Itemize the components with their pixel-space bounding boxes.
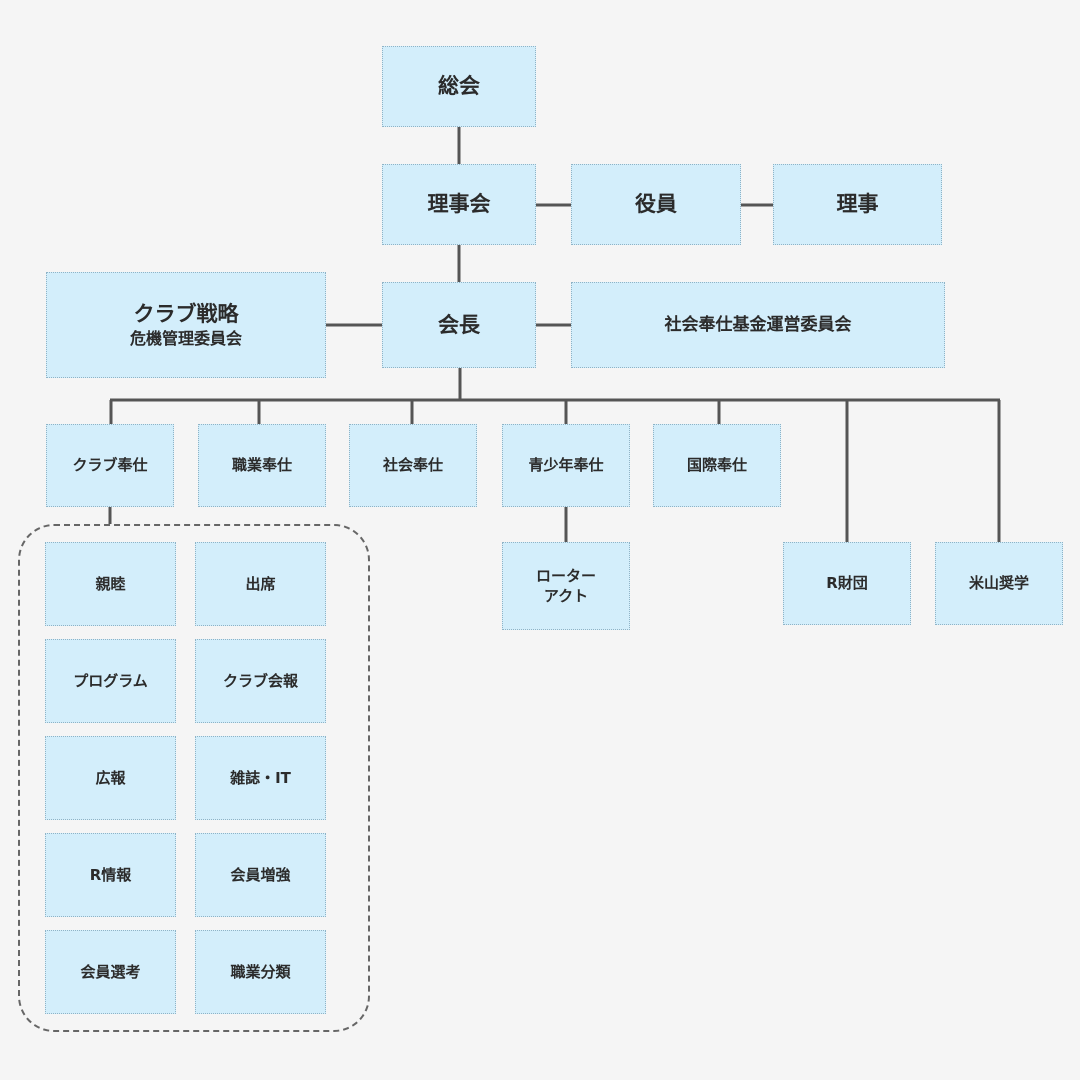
node-youth-service[interactable]: 青少年奉仕 [502, 424, 630, 507]
node-label: 職業奉仕 [231, 456, 292, 475]
node-label-line2: アクト [543, 587, 589, 605]
committee-membership-growth[interactable]: 会員増強 [195, 833, 326, 917]
node-label: 国際奉仕 [686, 456, 747, 475]
committee-magazine-it[interactable]: 雑誌・IT [195, 736, 326, 820]
node-board[interactable]: 理事会 [382, 164, 536, 245]
node-r-foundation[interactable]: R財団 [783, 542, 911, 625]
node-yoneyama-scholarship[interactable]: 米山奨学 [935, 542, 1063, 625]
node-international-service[interactable]: 国際奉仕 [653, 424, 781, 507]
committee-public-relations[interactable]: 広報 [45, 736, 176, 820]
node-president[interactable]: 会長 [382, 282, 536, 368]
node-label: R財団 [826, 574, 868, 593]
node-vocational-service[interactable]: 職業奉仕 [198, 424, 326, 507]
node-fund-committee[interactable]: 社会奉仕基金運営委員会 [571, 282, 945, 368]
node-general-assembly[interactable]: 総会 [382, 46, 536, 127]
committee-attendance[interactable]: 出席 [195, 542, 326, 626]
node-label: 社会奉仕基金運営委員会 [664, 314, 852, 335]
node-strategy-committee[interactable]: クラブ戦略 危機管理委員会 [46, 272, 326, 378]
committee-label: 会員選考 [80, 962, 141, 981]
node-community-service[interactable]: 社会奉仕 [349, 424, 477, 507]
node-club-service[interactable]: クラブ奉仕 [46, 424, 174, 507]
node-label: 役員 [635, 192, 677, 217]
committee-label: 職業分類 [230, 962, 291, 981]
node-label: クラブ奉仕 [72, 456, 148, 475]
committee-membership-selection[interactable]: 会員選考 [45, 930, 176, 1014]
node-label: 会長 [438, 312, 480, 337]
club-service-committee-group [18, 524, 370, 1032]
committee-label: 親睦 [95, 574, 126, 593]
node-label-line1: クラブ戦略 [133, 302, 239, 327]
node-label-line1: ローター [535, 566, 596, 585]
committee-label: 会員増強 [230, 865, 291, 884]
node-label: 理事会 [427, 192, 491, 217]
committee-program[interactable]: プログラム [45, 639, 176, 723]
node-label: 理事 [836, 192, 879, 217]
committee-label: プログラム [73, 671, 148, 690]
node-directors[interactable]: 理事 [773, 164, 942, 245]
committee-label: 出席 [245, 574, 276, 593]
node-label: 青少年奉仕 [528, 456, 604, 475]
committee-label: クラブ会報 [222, 671, 298, 690]
node-label: 社会奉仕 [382, 456, 443, 475]
node-label: 米山奨学 [968, 574, 1029, 593]
committee-label: 広報 [95, 768, 126, 787]
committee-label: 雑誌・IT [230, 768, 291, 787]
node-label: 総会 [438, 74, 480, 99]
committee-club-bulletin[interactable]: クラブ会報 [195, 639, 326, 723]
committee-label: R情報 [89, 865, 132, 884]
node-label-line2: 危機管理委員会 [129, 329, 242, 349]
committee-classification[interactable]: 職業分類 [195, 930, 326, 1014]
node-rotaract[interactable]: ローター アクト [502, 542, 630, 630]
node-officers[interactable]: 役員 [571, 164, 741, 245]
committee-r-information[interactable]: R情報 [45, 833, 176, 917]
committee-fellowship[interactable]: 親睦 [45, 542, 176, 626]
